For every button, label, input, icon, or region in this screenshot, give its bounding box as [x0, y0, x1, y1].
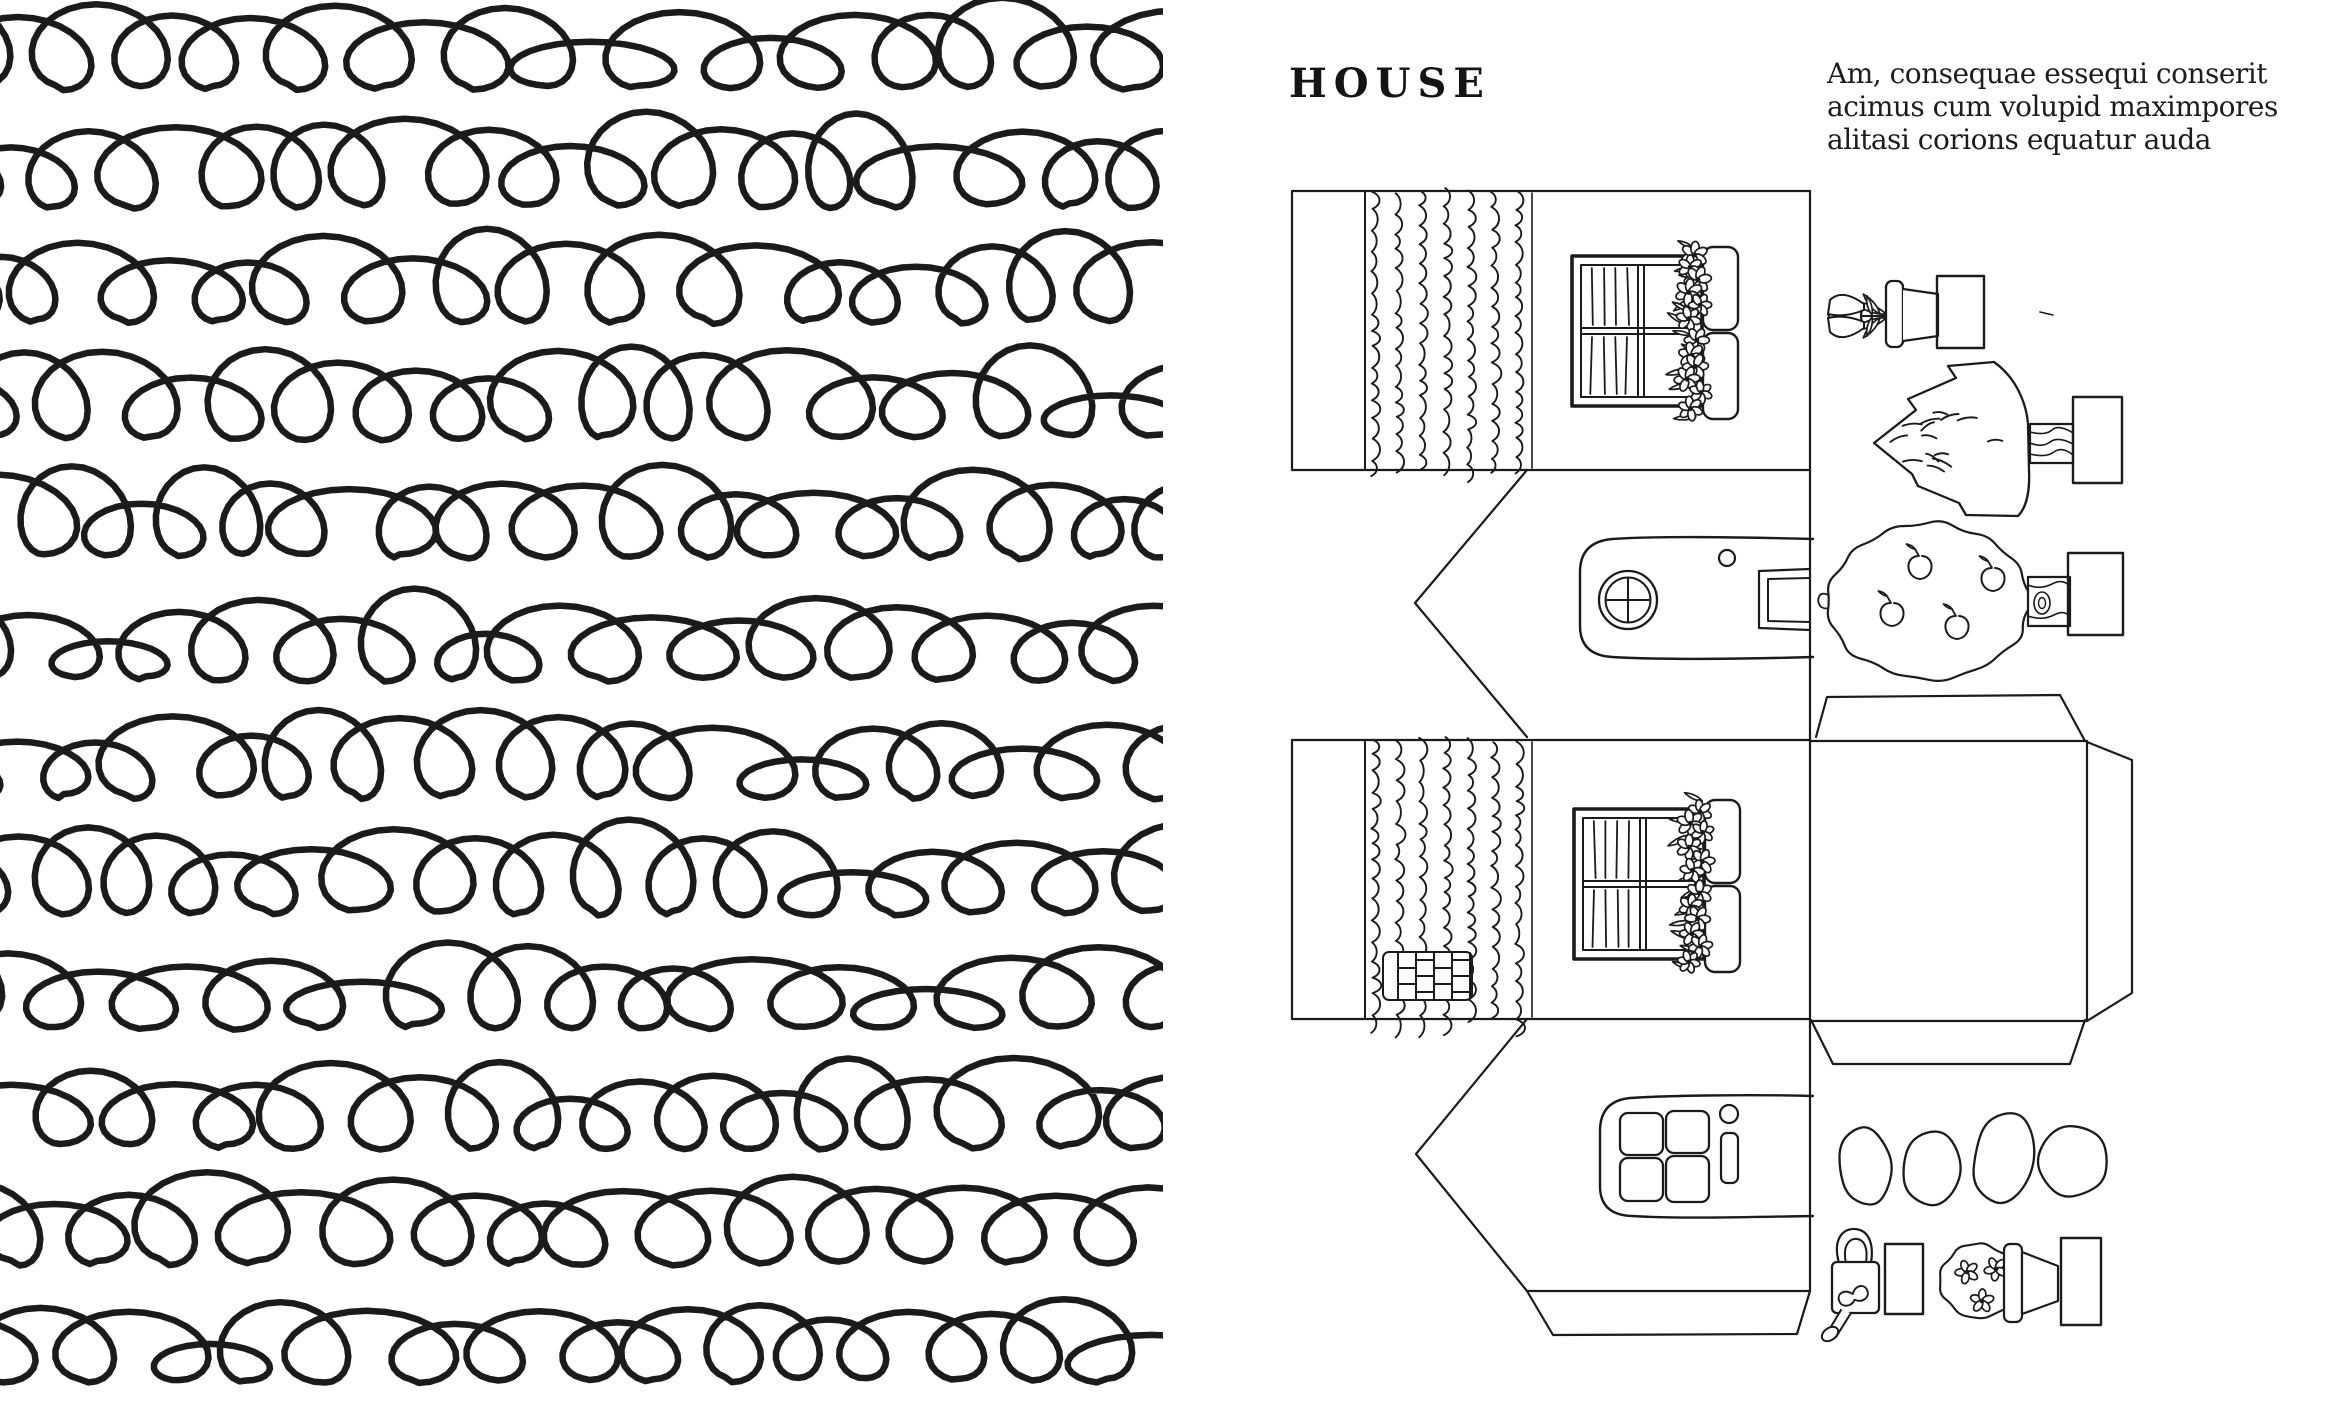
intro-line: alitasi corions equatur auda [1827, 123, 2211, 156]
roof-panel [1809, 693, 2134, 1066]
window-top-icon [1570, 240, 1740, 422]
apple-tree-icon [1826, 520, 2072, 682]
glue-tabs [1883, 274, 2125, 1327]
stones-icon [1838, 1112, 2108, 1207]
door-round-window-icon [1578, 535, 1834, 661]
brick-patch [1382, 951, 1473, 1001]
page-title: HOUSE [1289, 60, 1491, 107]
template-outline [1290, 189, 1812, 1293]
pine-tree-icon [1872, 360, 2075, 518]
intro-line: Am, consequae essequi conserit [1827, 57, 2267, 90]
loop-pattern [0, 0, 1163, 1387]
intro-line: acimus cum volupid maximpores [1827, 90, 2278, 123]
potted-flowers-icon [1939, 1242, 2060, 1324]
stray-mark [2039, 311, 2054, 316]
house-template [1290, 187, 2134, 1343]
intro-text: Am, consequae essequi conserit acimus cu… [1827, 57, 2278, 156]
window-bottom-icon [1572, 791, 1742, 974]
door-four-pane-icon [1598, 1093, 1815, 1219]
watering-can-icon [1820, 1227, 1881, 1343]
siding-texture-bottom [1370, 736, 1526, 1039]
siding-texture-top [1370, 187, 1525, 484]
gable-bottom-flap [1525, 1289, 1812, 1337]
potted-tulip-icon [1826, 279, 1940, 349]
